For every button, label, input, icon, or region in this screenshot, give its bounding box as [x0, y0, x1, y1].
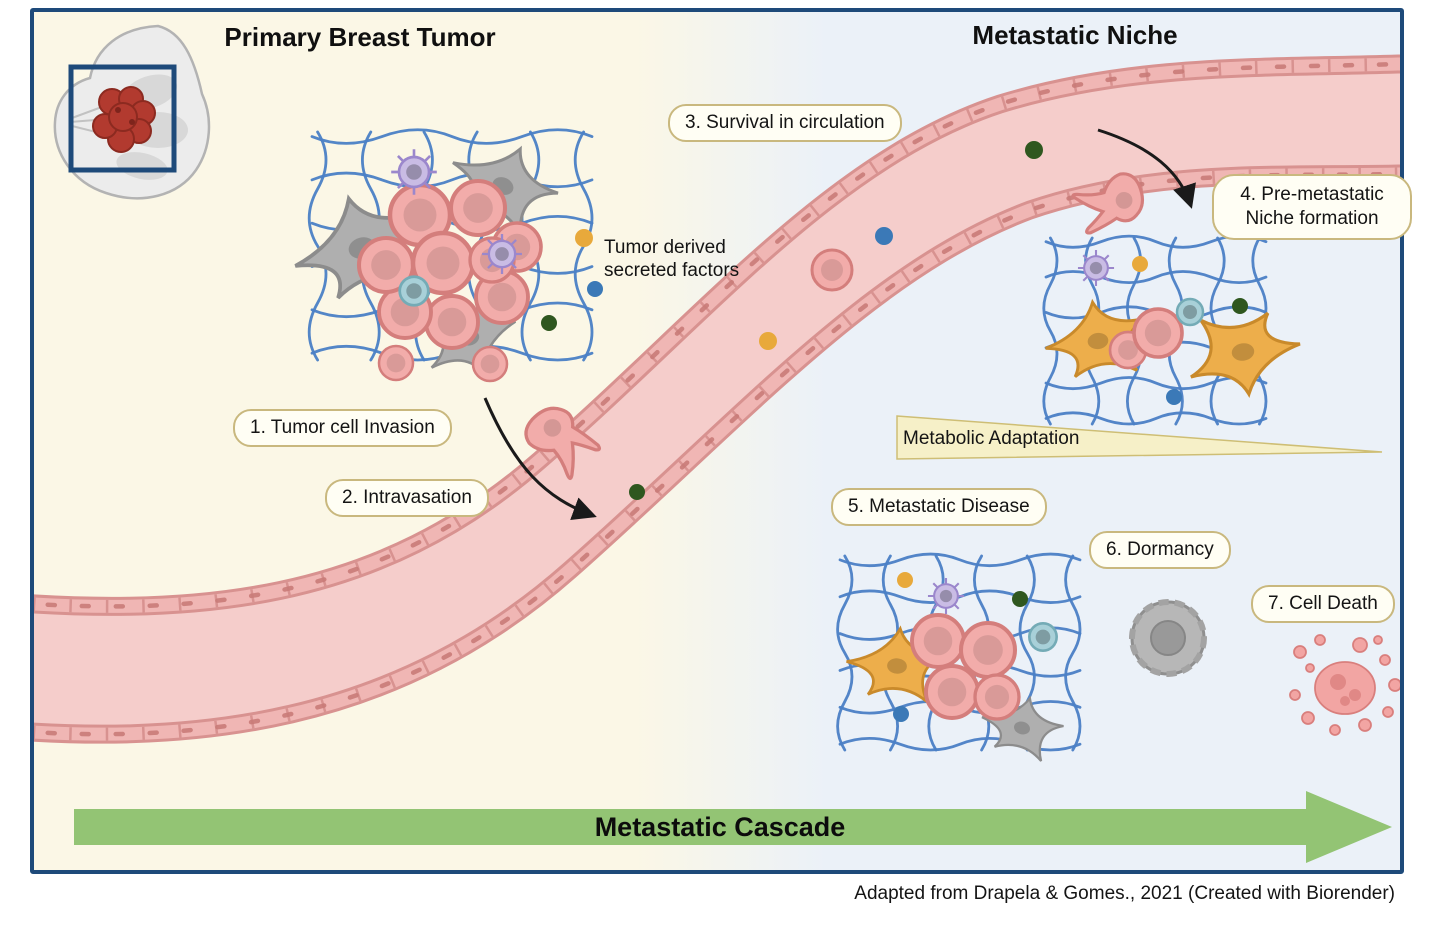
- secreted-factors-note: Tumor derived secreted factors: [604, 237, 740, 281]
- title-metastatic-niche: Metastatic Niche: [972, 20, 1178, 50]
- step-label-tumor-cell-invasion: 1. Tumor cell Invasion: [233, 409, 452, 447]
- step-label-dormancy: 6. Dormancy: [1089, 531, 1231, 569]
- title-primary-breast-tumor: Primary Breast Tumor: [224, 22, 496, 52]
- metabolic-adaptation-label: Metabolic Adaptation: [903, 428, 1080, 449]
- step-label-metastatic-disease: 5. Metastatic Disease: [831, 488, 1047, 526]
- cascade-arrow-label: Metastatic Cascade: [594, 812, 846, 842]
- step-label-intravasation: 2. Intravasation: [325, 479, 489, 517]
- step-label-premetastatic-niche: 4. Pre-metastatic Niche formation: [1212, 174, 1412, 240]
- step-label-survival-in-circulation: 3. Survival in circulation: [668, 104, 902, 142]
- step-label-cell-death: 7. Cell Death: [1251, 585, 1395, 623]
- credit-line: Adapted from Drapela & Gomes., 2021 (Cre…: [854, 883, 1395, 904]
